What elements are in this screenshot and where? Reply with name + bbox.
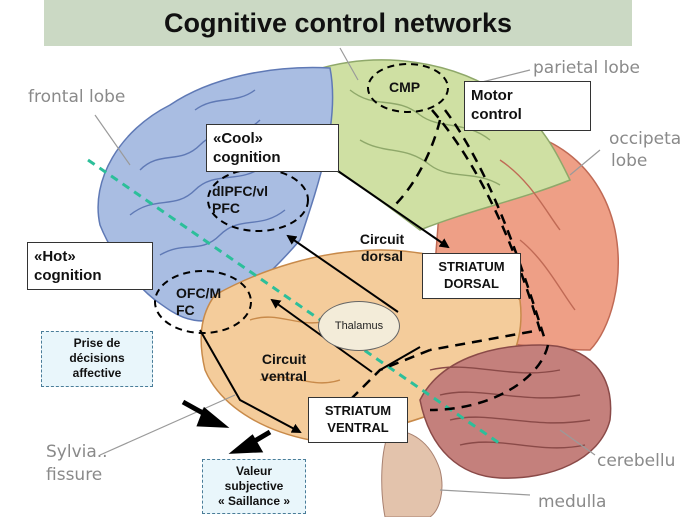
cmp-oval — [367, 63, 449, 113]
striatum-dorsal-line-2: DORSAL — [444, 276, 499, 291]
label-frontal-lobe: frontal lobe — [28, 87, 126, 107]
motor-control-box: Motor control — [464, 81, 591, 131]
striatum-dorsal-box: STRIATUM DORSAL — [422, 253, 521, 299]
ofc-label: OFC/M FC — [176, 285, 221, 319]
cool-line-2: cognition — [213, 149, 281, 166]
prise-line-2: décisions — [69, 351, 125, 365]
title-bar: Cognitive control networks — [44, 0, 632, 46]
ofc-oval — [154, 270, 252, 334]
hot-line-1: «Hot» — [34, 248, 76, 265]
motor-line-2: control — [471, 106, 522, 123]
striatum-dorsal-line-1: STRIATUM — [438, 259, 505, 274]
motor-line-1: Motor — [471, 87, 513, 104]
label-sylvian-1: Sylvia.. — [46, 442, 108, 462]
gyri-texture — [129, 89, 591, 449]
valeur-line-1: Valeur — [235, 464, 273, 478]
circuit-dorsal-line-2: dorsal — [360, 248, 403, 264]
dlpfc-line-1: dlPFC/vl — [212, 183, 269, 199]
label-cerebellum: cerebellu — [597, 451, 676, 471]
circuit-ventral-label: Circuit ventral — [252, 351, 316, 385]
label-sylvian-2: fissure — [46, 465, 103, 485]
hot-cognition-box: «Hot» cognition — [27, 242, 153, 290]
label-parietal-lobe: parietal lobe — [533, 58, 640, 78]
striatum-ventral-line-2: VENTRAL — [327, 420, 389, 435]
cmp-label: CMP — [389, 79, 421, 95]
page-title: Cognitive control networks — [163, 7, 513, 38]
cool-line-1: «Cool» — [213, 130, 264, 147]
valeur-subjective-note: Valeur subjective « Saillance » — [202, 459, 306, 514]
label-occipital-lobe-1: occipeta — [609, 129, 682, 149]
cool-cognition-box: «Cool» cognition — [206, 124, 339, 172]
circuit-dorsal-label: Circuit dorsal — [352, 231, 412, 265]
label-occipital-lobe-2: lobe — [611, 151, 648, 171]
prise-line-3: affective — [72, 366, 122, 380]
striatum-ventral-box: STRIATUM VENTRAL — [308, 397, 408, 443]
ofc-line-1: OFC/M — [176, 285, 222, 301]
valeur-line-3: « Saillance » — [217, 494, 291, 508]
circuit-ventral-line-2: ventral — [261, 368, 307, 384]
cerebellum-region — [419, 344, 612, 479]
label-medulla: medulla — [538, 492, 607, 512]
prise-line-1: Prise de — [73, 336, 121, 350]
circuit-dorsal-line-1: Circuit — [359, 231, 405, 247]
dlpfc-label: dlPFC/vl PFC — [212, 183, 268, 217]
lobe-pointers — [94, 47, 601, 496]
prise-decisions-note: Prise de décisions affective — [41, 331, 153, 387]
brainstem-region — [381, 429, 443, 517]
ofc-line-2: FC — [176, 302, 195, 318]
bold-arrows — [181, 399, 272, 454]
striatum-ventral-line-1: STRIATUM — [324, 403, 392, 418]
thalamus-label: Thalamus — [318, 301, 400, 351]
hot-line-2: cognition — [34, 267, 102, 284]
valeur-line-2: subjective — [224, 479, 284, 493]
dlpfc-line-2: PFC — [212, 200, 240, 216]
circuit-ventral-line-1: Circuit — [261, 351, 307, 367]
